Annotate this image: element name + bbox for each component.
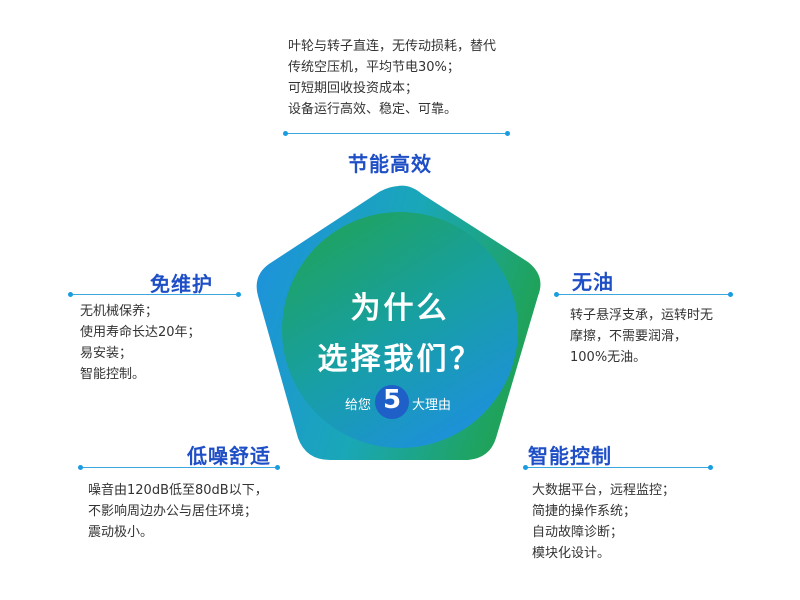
left-line-1: 无机械保养； — [80, 304, 159, 319]
top-divider-dot-left — [283, 131, 288, 136]
right-divider-dot-right — [728, 292, 733, 297]
top-line-2: 传统空压机，平均节电30%； — [288, 60, 460, 75]
bottom-left-divider-dot-right — [275, 465, 280, 470]
bottom-left-line-1: 噪音由120dB低至80dB以下， — [88, 483, 268, 498]
left-divider — [70, 294, 238, 295]
bottom-right-title: 智能控制 — [528, 444, 612, 468]
bottom-right-divider — [525, 467, 710, 468]
top-line-3: 可短期回收投资成本； — [288, 81, 419, 96]
top-divider-dot-right — [505, 131, 510, 136]
bottom-left-description: 噪音由120dB低至80dB以下， 不影响周边办公与居住环境； 震动极小。 — [88, 480, 268, 543]
right-line-3: 100%无油。 — [570, 350, 647, 365]
right-description: 转子悬浮支承，运转时无 摩擦，不需要润滑， 100%无油。 — [570, 305, 713, 368]
top-divider — [285, 133, 507, 134]
left-divider-dot-right — [236, 292, 241, 297]
left-line-3: 易安装； — [80, 346, 133, 361]
left-line-2: 使用寿命长达20年； — [80, 325, 201, 340]
right-line-1: 转子悬浮支承，运转时无 — [570, 308, 714, 323]
top-line-4: 设备运行高效、稳定、可靠。 — [288, 102, 458, 117]
center-number: 5 — [382, 385, 402, 415]
bottom-right-line-1: 大数据平台，远程监控； — [532, 483, 676, 498]
left-line-4: 智能控制。 — [80, 367, 146, 382]
center-suffix: 大理由 — [412, 398, 452, 413]
number-badge — [375, 385, 409, 419]
bottom-right-line-4: 模块化设计。 — [532, 546, 611, 561]
right-divider-dot-left — [554, 292, 559, 297]
bottom-right-divider-dot-right — [708, 465, 713, 470]
bottom-right-line-3: 自动故障诊断； — [532, 525, 624, 540]
bottom-right-divider-dot-left — [523, 465, 528, 470]
top-line-1: 叶轮与转子直连，无传动损耗，替代 — [288, 39, 497, 54]
center-prefix: 给您 — [345, 398, 372, 413]
left-title: 免维护 — [150, 272, 213, 296]
bottom-right-line-2: 简捷的操作系统； — [532, 504, 637, 519]
center-circle — [282, 212, 518, 448]
center-title-line2: 选择我们？ — [317, 342, 483, 377]
top-description: 叶轮与转子直连，无传动损耗，替代 传统空压机，平均节电30%； 可短期回收投资成… — [288, 36, 496, 120]
bottom-right-description: 大数据平台，远程监控； 简捷的操作系统； 自动故障诊断； 模块化设计。 — [532, 480, 675, 564]
bottom-left-divider — [80, 467, 277, 468]
right-title: 无油 — [572, 270, 614, 294]
bottom-left-line-3: 震动极小。 — [88, 525, 154, 540]
right-line-2: 摩擦，不需要润滑， — [570, 329, 688, 344]
left-description: 无机械保养； 使用寿命长达20年； 易安装； 智能控制。 — [80, 301, 201, 385]
right-divider — [556, 294, 730, 295]
bottom-left-title: 低噪舒适 — [187, 444, 271, 468]
bottom-left-line-2: 不影响周边办公与居住环境； — [88, 504, 258, 519]
top-title: 节能高效 — [348, 152, 432, 176]
center-title-line1: 为什么 — [350, 291, 450, 326]
left-divider-dot-left — [68, 292, 73, 297]
bottom-left-divider-dot-left — [78, 465, 83, 470]
